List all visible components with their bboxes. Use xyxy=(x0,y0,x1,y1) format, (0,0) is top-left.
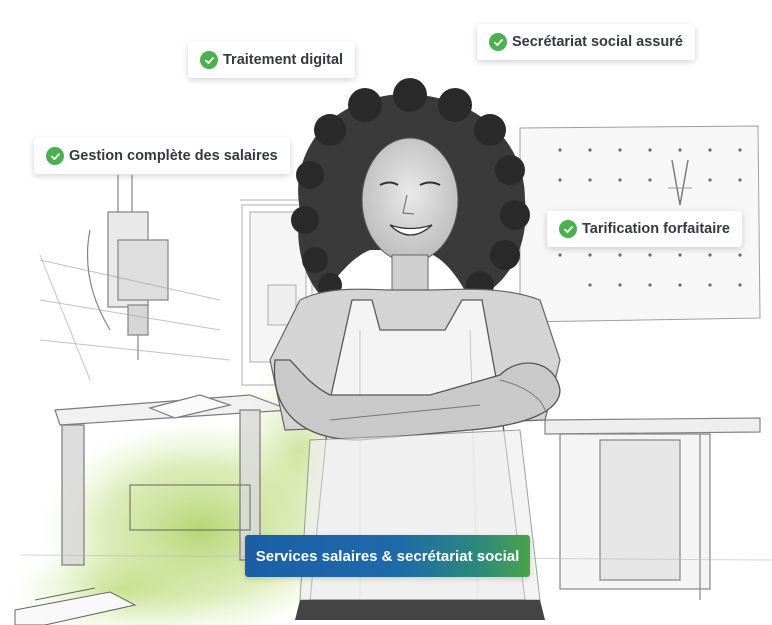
check-circle-icon xyxy=(559,220,577,238)
check-circle-icon xyxy=(200,51,218,69)
wall-shelves xyxy=(39,254,231,381)
services-cta-button[interactable]: Services salaires & secrétariat social xyxy=(245,535,530,577)
check-circle-icon xyxy=(46,147,64,165)
feature-badge-tarification: Tarification forfaitaire xyxy=(547,211,742,247)
background-sketch xyxy=(240,199,320,386)
feature-badge-gestion: Gestion complète des salaires xyxy=(34,138,290,174)
workbench xyxy=(54,394,291,566)
feature-badge-label: Traitement digital xyxy=(223,52,344,68)
feature-badge-traitement: Traitement digital xyxy=(188,42,356,78)
person xyxy=(269,78,561,620)
workbench-right xyxy=(544,417,761,600)
drill-press xyxy=(86,175,169,360)
feature-badge-label: Tarification forfaitaire xyxy=(582,221,730,237)
feature-badge-label: Gestion complète des salaires xyxy=(69,148,278,164)
feature-badge-label: Secrétariat social assuré xyxy=(512,34,683,50)
papers xyxy=(14,587,137,625)
arms xyxy=(273,359,561,441)
check-circle-icon xyxy=(489,33,507,51)
face xyxy=(361,137,459,263)
feature-badge-secretariat: Secrétariat social assuré xyxy=(477,24,695,60)
